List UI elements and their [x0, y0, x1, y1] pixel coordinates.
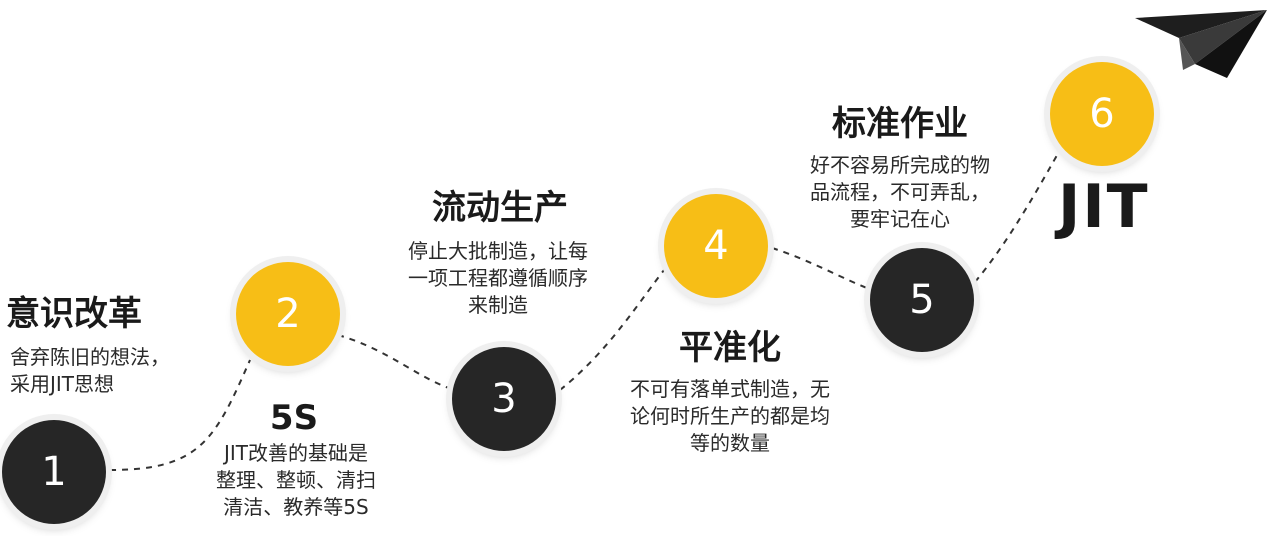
step-1-desc-line: 舍弃陈旧的想法，: [10, 345, 170, 369]
step-5-description: 好不容易所完成的物 品流程，不可弄乱， 要牢记在心: [780, 152, 1020, 233]
step-4-title: 平准化: [679, 328, 781, 368]
connector-2-3: [337, 334, 456, 391]
step-1-desc-line: 采用JIT思想: [10, 372, 115, 396]
connector-3-4: [559, 264, 669, 391]
step-1-description: 舍弃陈旧的想法， 采用JIT思想: [10, 344, 170, 398]
step-3-desc-line: 一项工程都遵循顺序: [408, 266, 588, 290]
step-6-number: 6: [1089, 91, 1115, 137]
step-3-desc-line: 来制造: [468, 293, 528, 317]
step-2-desc-line: 清洁、教养等5S: [223, 495, 369, 519]
step-4-desc-line: 不可有落单式制造，无: [630, 377, 830, 401]
connector-1-2: [109, 359, 251, 471]
step-5-title: 标准作业: [832, 104, 968, 144]
step-3-circle: 3: [452, 347, 556, 451]
step-2-title: 5S: [269, 398, 319, 438]
step-2-circle: 2: [236, 262, 340, 366]
step-2-desc-line: 整理、整顿、清扫: [216, 468, 376, 492]
step-4-number: 4: [703, 223, 729, 269]
step-5-desc-line: 好不容易所完成的物: [810, 153, 990, 177]
step-5-circle: 5: [870, 248, 974, 352]
step-1-title: 意识改革: [6, 294, 142, 334]
connector-4-5: [771, 247, 873, 291]
step-4-description: 不可有落单式制造，无 论何时所生产的都是均 等的数量: [600, 376, 860, 457]
step-2-number: 2: [275, 291, 301, 337]
step-4-circle: 4: [664, 194, 768, 298]
step-2-description: JIT改善的基础是 整理、整顿、清扫 清洁、教养等5S: [196, 440, 396, 521]
step-3-desc-line: 停止大批制造，让每: [408, 239, 588, 263]
step-3-description: 停止大批制造，让每 一项工程都遵循顺序 来制造: [386, 238, 610, 319]
step-5-desc-line: 品流程，不可弄乱，: [810, 180, 990, 204]
step-3-number: 3: [491, 376, 517, 422]
step-6-title: JIT: [1058, 172, 1150, 242]
step-4-desc-line: 论何时所生产的都是均: [630, 404, 830, 428]
step-4-desc-line: 等的数量: [690, 431, 770, 455]
step-1-circle: 1: [2, 420, 106, 524]
step-6-circle: 6: [1050, 62, 1154, 166]
paper-plane-icon: [1135, 10, 1267, 78]
step-2-desc-line: JIT改善的基础是: [223, 441, 368, 465]
step-1-number: 1: [41, 449, 67, 495]
step-3-title: 流动生产: [432, 188, 568, 228]
step-5-number: 5: [909, 277, 935, 323]
step-5-desc-line: 要牢记在心: [850, 207, 950, 231]
